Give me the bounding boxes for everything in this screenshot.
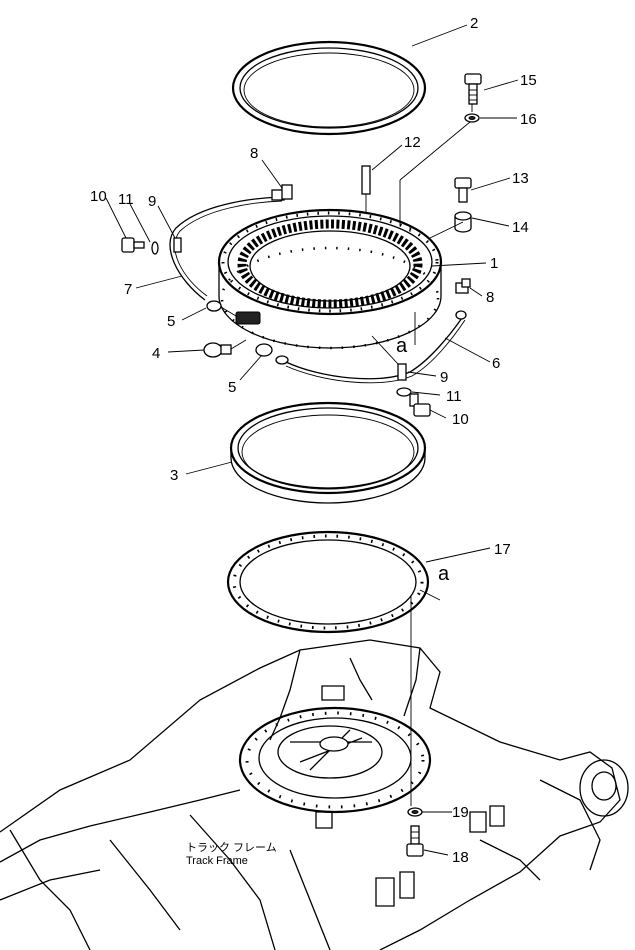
- track-frame-label-en: Track Frame: [186, 855, 248, 867]
- ref-a-upper: a: [396, 335, 408, 357]
- callout-13: 13: [512, 170, 529, 187]
- bolt-10-right: [409, 393, 431, 417]
- callout-6: 6: [492, 355, 500, 372]
- track-frame-label: トラック フレーム Track Frame: [186, 841, 277, 867]
- callout-8-right: 8: [486, 289, 494, 306]
- callout-4: 4: [152, 345, 160, 362]
- callout-9-right: 9: [440, 369, 448, 386]
- leader-lines: [105, 24, 519, 856]
- pin-12: [361, 165, 371, 212]
- grease-nipple-4: [203, 339, 247, 358]
- grease-hose-7: [169, 196, 283, 301]
- connector-9-right: [397, 363, 407, 381]
- callout-5-bottom: 5: [228, 379, 236, 396]
- callout-3: 3: [170, 467, 178, 484]
- elbow-fitting-8-top: [271, 184, 293, 201]
- callout-16: 16: [520, 111, 537, 128]
- callout-18: 18: [452, 849, 469, 866]
- callout-labels: 2 15 16 12 8 13 10 11 9 14 1 7 8 5 4 a 6…: [90, 15, 537, 866]
- bolt-15: [464, 73, 482, 105]
- connector-9-left: [173, 237, 182, 253]
- washer-16: [464, 113, 480, 123]
- washer-19: [407, 807, 423, 817]
- track-frame: [0, 639, 629, 950]
- elbow-fitting-8-right: [455, 278, 471, 294]
- shim-ring: [226, 530, 430, 634]
- callout-10-right: 10: [452, 411, 469, 428]
- callout-17: 17: [494, 541, 511, 558]
- washer-11-right: [396, 387, 412, 397]
- callout-14: 14: [512, 219, 529, 236]
- track-frame-label-jp: トラック フレーム: [186, 841, 277, 854]
- fitting-5-bottom: [255, 343, 289, 365]
- bolt-18: [406, 825, 424, 857]
- fitting-5-top: [206, 300, 261, 325]
- seal-ring-bottom: [229, 401, 427, 504]
- callout-7: 7: [124, 281, 132, 298]
- callout-10-left: 10: [90, 188, 107, 205]
- assembly-lines: [371, 104, 473, 806]
- bolt-10-left: [121, 237, 145, 253]
- ref-a-lower: a: [438, 563, 450, 585]
- callout-9-left: 9: [148, 193, 156, 210]
- callout-11-right: 11: [446, 388, 462, 405]
- seal-ring-top: [231, 40, 427, 136]
- spacer-14: [454, 211, 472, 233]
- swing-circle: [217, 208, 443, 350]
- callout-1: 1: [490, 255, 498, 272]
- callout-19: 19: [452, 804, 469, 821]
- callout-5-top: 5: [167, 313, 175, 330]
- callout-2: 2: [470, 15, 478, 32]
- callout-15: 15: [520, 72, 537, 89]
- callout-11-left: 11: [118, 191, 134, 208]
- bolt-13: [454, 177, 472, 203]
- callout-8-top: 8: [250, 145, 258, 162]
- washer-11-left: [151, 241, 159, 255]
- callout-12: 12: [404, 134, 421, 151]
